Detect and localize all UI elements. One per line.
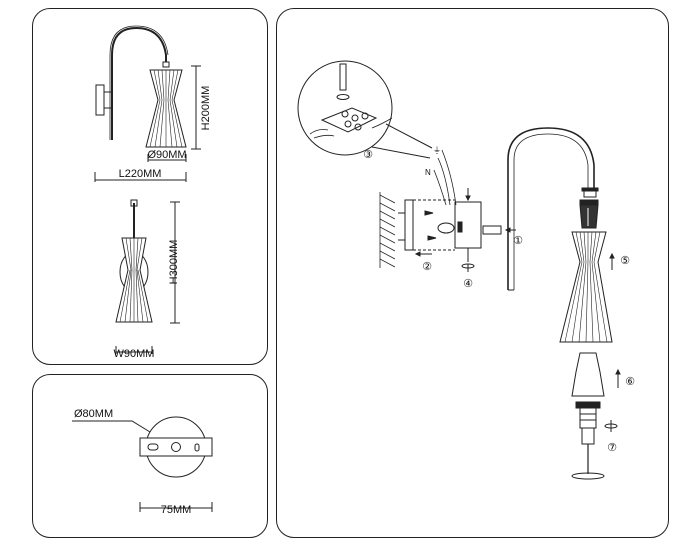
backplate-diameter-label: Ø80MM	[74, 408, 113, 420]
height-dimension-line	[191, 65, 201, 150]
wiring-detail-callout	[297, 60, 433, 159]
socket-holder	[579, 187, 599, 229]
length-dimension-line	[94, 172, 187, 182]
backplate-drawing	[72, 416, 213, 512]
mounting-bracket	[398, 199, 455, 257]
bulb-socket	[571, 401, 618, 480]
length-label: L220MM	[119, 168, 162, 180]
side-view-lamp	[95, 25, 187, 148]
lower-cup	[571, 352, 621, 397]
step-6-label: ⑥	[625, 375, 635, 388]
labels: H200MM Ø90MM L220MM H300MM W90MM Ø80MM 7…	[74, 86, 635, 516]
dimensions-panel	[32, 8, 268, 365]
step-3-label: ③	[363, 148, 373, 161]
lamp-arm	[507, 127, 595, 291]
diameter-shade-label: Ø90MM	[147, 149, 186, 161]
step-1-label: ①	[513, 234, 523, 247]
diameter-dimension-line	[147, 154, 187, 162]
front-height-dimension-line	[170, 201, 180, 324]
step-7-label: ⑦	[607, 441, 617, 454]
width-label: W90MM	[114, 348, 155, 360]
step-5-label: ⑤	[620, 254, 630, 267]
height-main-label: H200MM	[200, 86, 212, 131]
width-dimension-line	[115, 346, 153, 354]
wires	[433, 149, 457, 206]
front-view-lamp	[115, 199, 153, 323]
height-side-label: H300MM	[168, 240, 180, 285]
mount-spacing-label: 75MM	[161, 504, 192, 516]
assembly-shade	[559, 231, 615, 343]
ground-symbol: ⏚	[433, 146, 441, 155]
assembly-panel	[276, 8, 669, 538]
step-4-label: ④	[463, 277, 473, 290]
neutral-label: N	[425, 168, 431, 177]
step-2-label: ②	[422, 260, 432, 273]
wall-hatch	[379, 192, 396, 268]
